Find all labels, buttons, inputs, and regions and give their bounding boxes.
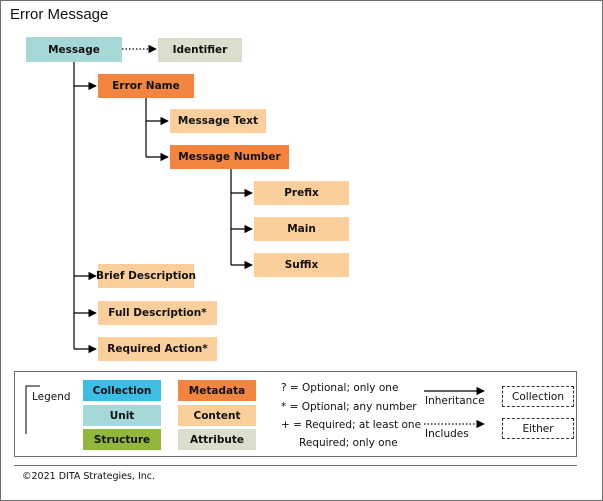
legend-structure: Structure <box>83 429 161 450</box>
copyright-text: ©2021 DITA Strategies, Inc. <box>22 471 156 482</box>
legend-panel <box>14 371 577 457</box>
node-message-number: Message Number <box>170 145 289 169</box>
node-required-action: Required Action* <box>98 337 217 361</box>
footer-divider <box>14 465 577 466</box>
legend-required-at-least-one: + = Required; at least one <box>281 419 422 431</box>
node-full-description: Full Description* <box>98 301 217 325</box>
legend-inheritance-label: Inheritance <box>425 395 485 407</box>
legend-bracket <box>25 385 40 434</box>
node-message-text: Message Text <box>170 109 266 133</box>
legend-content: Content <box>178 405 256 426</box>
diagram-title: Error Message <box>10 6 109 23</box>
legend-unit: Unit <box>83 405 161 426</box>
legend-dashed-either: Either <box>502 418 574 439</box>
node-message: Message <box>26 37 122 62</box>
node-prefix: Prefix <box>254 181 349 205</box>
legend-optional-any: * = Optional; any number <box>281 401 417 413</box>
legend-required-only-one: Required; only one <box>299 437 398 449</box>
node-main: Main <box>254 217 349 241</box>
node-identifier: Identifier <box>158 38 242 62</box>
node-brief-description: Brief Description <box>96 264 196 288</box>
legend-attribute: Attribute <box>178 429 256 450</box>
legend-label: Legend <box>32 391 71 403</box>
node-error-name: Error Name <box>98 74 194 98</box>
legend-metadata: Metadata <box>178 380 256 401</box>
legend-optional-one: ? = Optional; only one <box>281 382 399 394</box>
legend-includes-label: Includes <box>425 428 469 440</box>
node-suffix: Suffix <box>254 253 349 277</box>
legend-dashed-collection: Collection <box>502 386 574 407</box>
legend-collection: Collection <box>83 380 161 401</box>
